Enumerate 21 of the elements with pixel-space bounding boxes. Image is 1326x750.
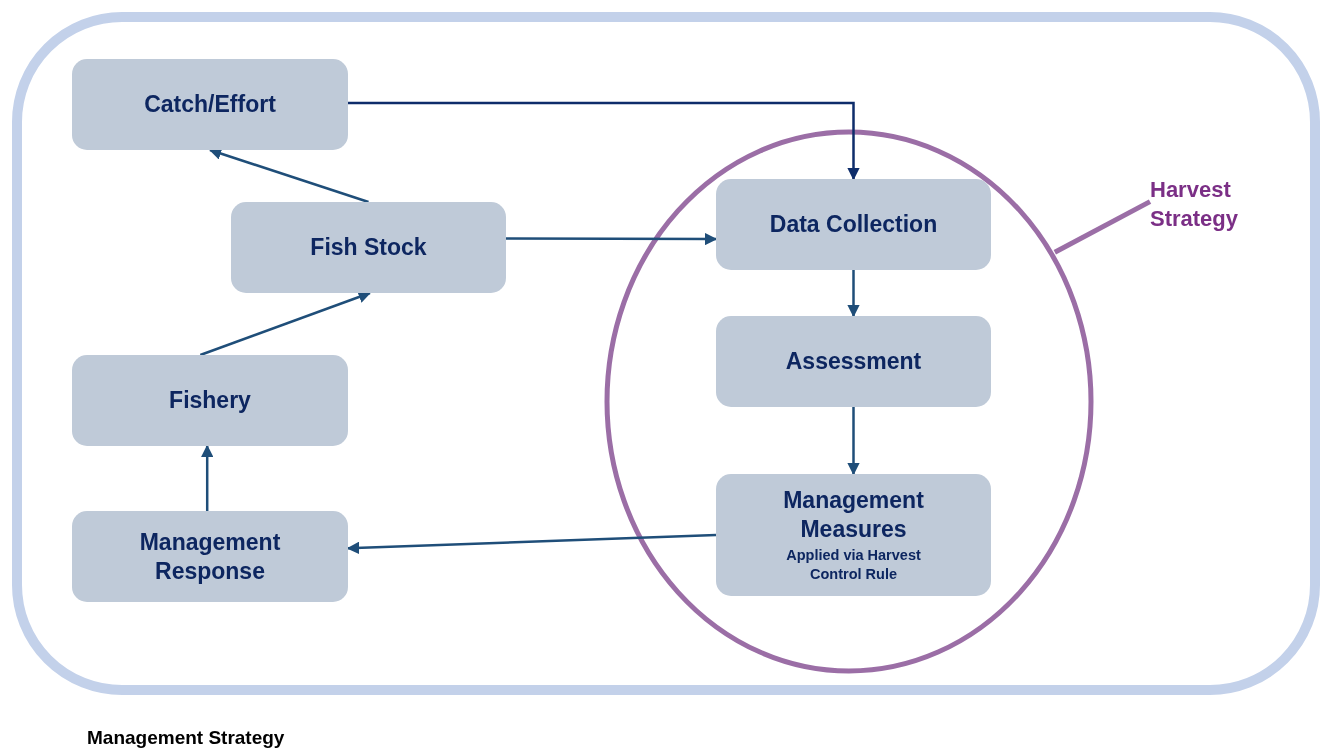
arrow bbox=[847, 407, 860, 476]
arrow bbox=[506, 232, 718, 246]
arrow bbox=[348, 101, 860, 181]
arrow bbox=[208, 147, 369, 204]
process-box: Data Collection bbox=[716, 179, 991, 270]
process-box bbox=[716, 474, 991, 596]
process-box: Fishery bbox=[72, 355, 348, 446]
group-label: Harvest Strategy bbox=[1150, 176, 1260, 240]
arrow bbox=[199, 291, 372, 357]
arrow bbox=[847, 270, 860, 318]
box-title: Management Measures bbox=[782, 486, 925, 544]
process-box: Fish Stock bbox=[231, 202, 506, 293]
frame-heading: Management Strategy bbox=[87, 727, 285, 749]
process-box: Catch/Effort bbox=[72, 59, 348, 150]
leader-line bbox=[1053, 199, 1152, 255]
arrow bbox=[200, 444, 214, 511]
arrow bbox=[346, 533, 717, 555]
harvest-strategy-ellipse bbox=[604, 129, 1094, 674]
process-box: Management Response bbox=[72, 511, 348, 602]
process-box: Assessment bbox=[716, 316, 991, 407]
box-subtitle: Applied via Harvest Control Rule bbox=[785, 545, 922, 584]
